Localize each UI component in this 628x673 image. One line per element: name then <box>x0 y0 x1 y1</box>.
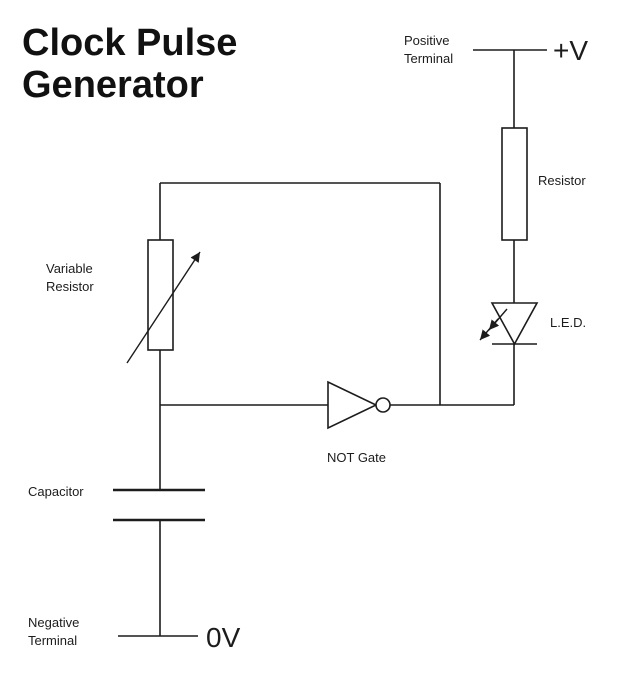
led: L.E.D. <box>479 302 586 346</box>
resistor-symbol <box>501 127 528 241</box>
title-line2: Generator <box>22 64 204 106</box>
led-light-arrow-2 <box>479 318 499 341</box>
positive-terminal: Positive Terminal +V <box>404 33 588 66</box>
resistor-label: Resistor <box>538 173 586 188</box>
negative-terminal-label-line2: Terminal <box>28 633 77 648</box>
not-gate-triangle <box>327 380 378 430</box>
negative-terminal: 0V Negative Terminal <box>28 615 241 653</box>
variable-resistor-label-line1: Variable <box>46 261 93 276</box>
positive-terminal-label-line2: Terminal <box>404 51 453 66</box>
not-gate: NOT Gate <box>327 380 391 465</box>
capacitor: Capacitor <box>28 484 205 522</box>
diagram-title: Clock Pulse Generator <box>22 22 237 106</box>
variable-resistor-label-line2: Resistor <box>46 279 94 294</box>
negative-voltage-label: 0V <box>206 622 241 653</box>
led-triangle <box>490 302 539 346</box>
capacitor-label: Capacitor <box>28 484 84 499</box>
title-line1: Clock Pulse <box>22 22 237 64</box>
not-gate-bubble <box>375 397 391 413</box>
variable-resistor-arrow <box>126 251 201 364</box>
positive-voltage-label: +V <box>553 35 588 66</box>
variable-resistor: Variable Resistor <box>46 239 201 364</box>
negative-terminal-label-line1: Negative <box>28 615 79 630</box>
resistor: Resistor <box>501 127 586 241</box>
led-label: L.E.D. <box>550 315 586 330</box>
variable-resistor-symbol <box>147 239 174 351</box>
not-gate-label: NOT Gate <box>327 450 386 465</box>
positive-terminal-label-line1: Positive <box>404 33 450 48</box>
